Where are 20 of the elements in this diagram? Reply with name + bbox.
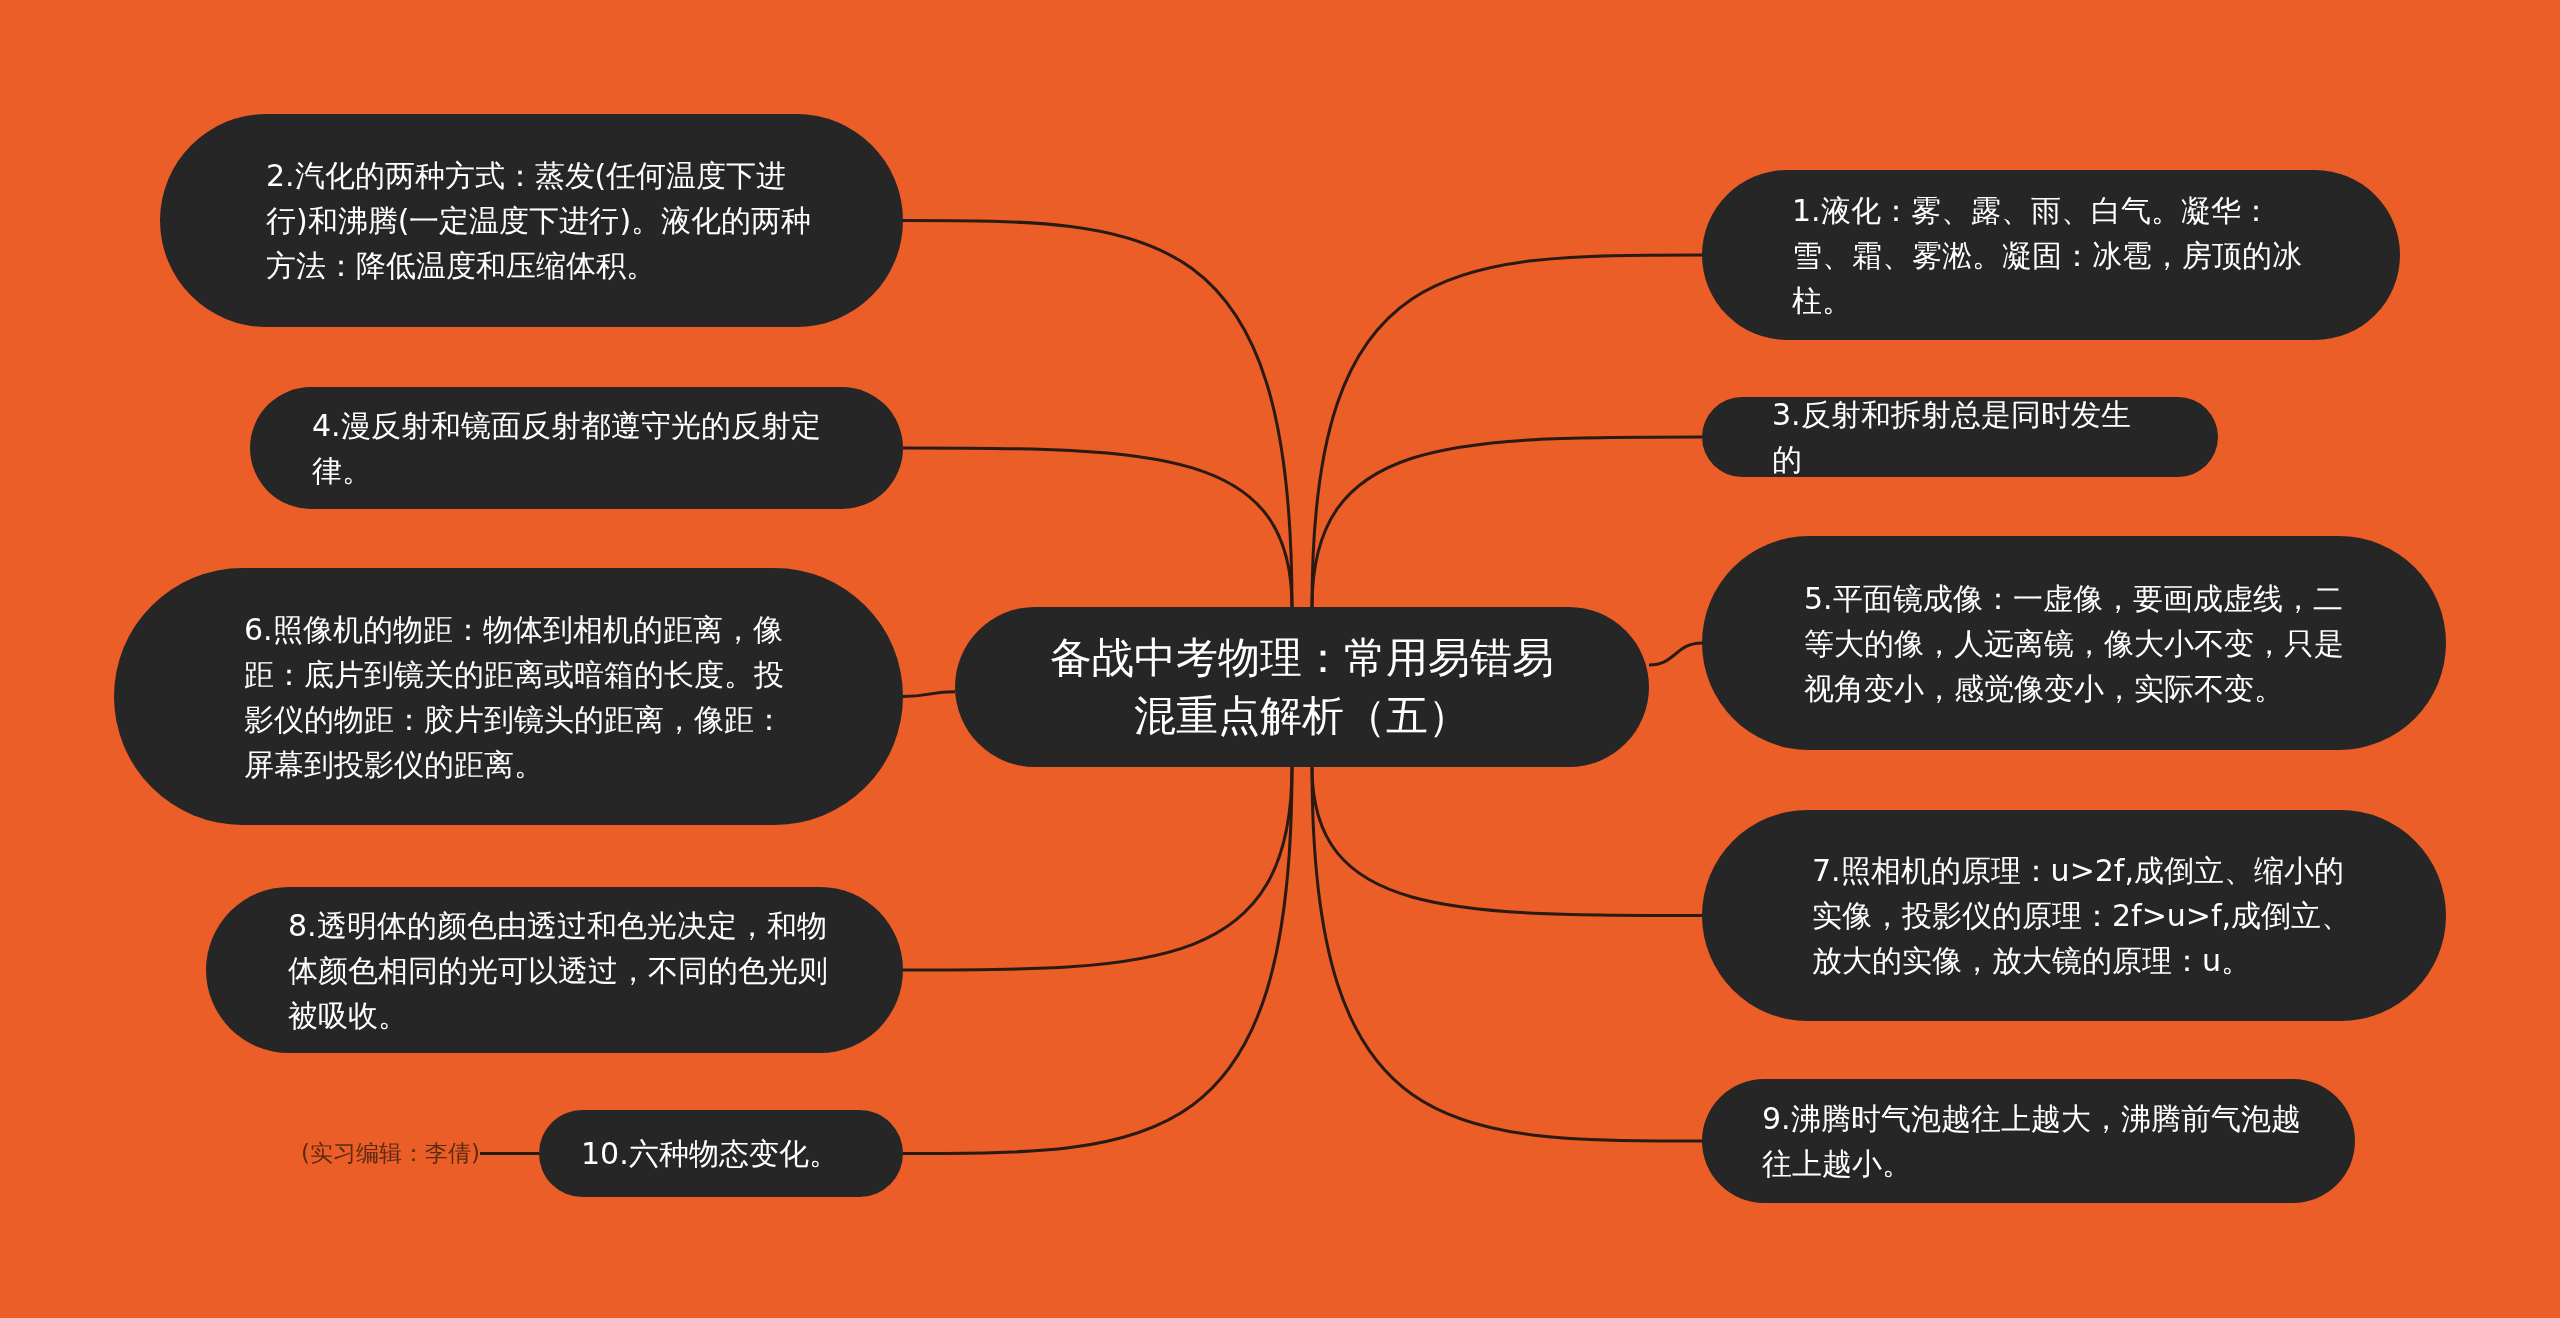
- connector-line: [1648, 641, 1703, 667]
- topic-box: 7.照相机的原理：u>2f,成倒立、缩小的实像，投影仪的原理：2f>u>f,成倒立、放大的实像，放大镜的原理：u。: [1702, 810, 2446, 1021]
- topic-box: 10.六种物态变化。: [539, 1110, 903, 1197]
- connector-line: [1310, 766, 1702, 1143]
- topic-box: 1.液化：雾、露、雨、白气。凝华：雪、霜、雾淞。凝固：冰雹，房顶的冰柱。: [1702, 170, 2400, 340]
- topic-box: 5.平面镜成像：一虚像，要画成虚线，二等大的像，人远离镜，像大小不变，只是视角变小，感觉像变小，实际不变。: [1702, 536, 2446, 750]
- connector-line: [1310, 253, 1702, 608]
- topic-box: 9.沸腾时气泡越往上越大，沸腾前气泡越往上越小。: [1702, 1079, 2355, 1203]
- topic-box: 8.透明体的颜色由透过和色光决定，和物体颜色相同的光可以透过，不同的色光则被吸收。: [206, 887, 903, 1053]
- central-topic-box: 备战中考物理：常用易错易混重点解析（五）: [955, 607, 1649, 767]
- connector-line: [480, 1152, 539, 1155]
- editor-note: (实习编辑：李倩): [230, 1136, 480, 1170]
- connector-line: [903, 446, 1294, 608]
- connector-line: [1310, 435, 1702, 608]
- topic-box: 4.漫反射和镜面反射都遵守光的反射定律。: [250, 387, 903, 509]
- topic-box: 3.反射和拆射总是同时发生的: [1702, 397, 2218, 477]
- connector-line: [902, 690, 956, 698]
- topic-box: 2.汽化的两种方式：蒸发(任何温度下进行)和沸腾(一定温度下进行)。液化的两种方法：降低温度和压缩体积。: [160, 114, 903, 327]
- topic-box: 6.照像机的物距：物体到相机的距离，像距：底片到镜关的距离或暗箱的长度。投影仪的物距：胶片到镜头的距离，像距：屏幕到投影仪的距离。: [114, 568, 903, 825]
- connector-line: [903, 766, 1294, 1155]
